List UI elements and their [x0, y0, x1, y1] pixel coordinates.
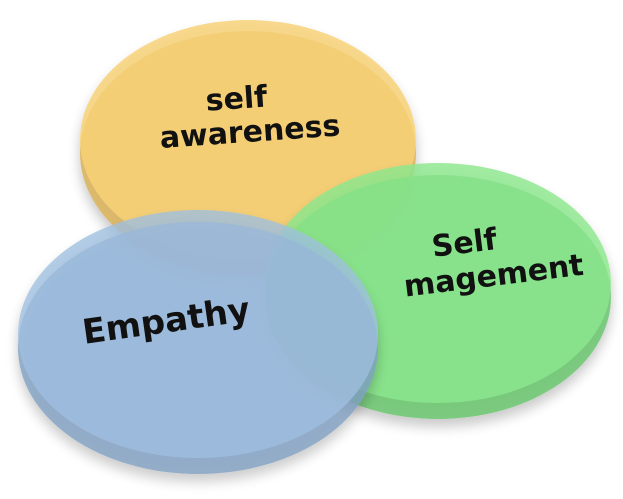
- label-self-awareness-line-1: self: [205, 79, 270, 118]
- circle-empathy: [18, 210, 378, 474]
- circle-empathy-top: [18, 210, 378, 458]
- label-self-management-line-1: Self: [430, 222, 500, 265]
